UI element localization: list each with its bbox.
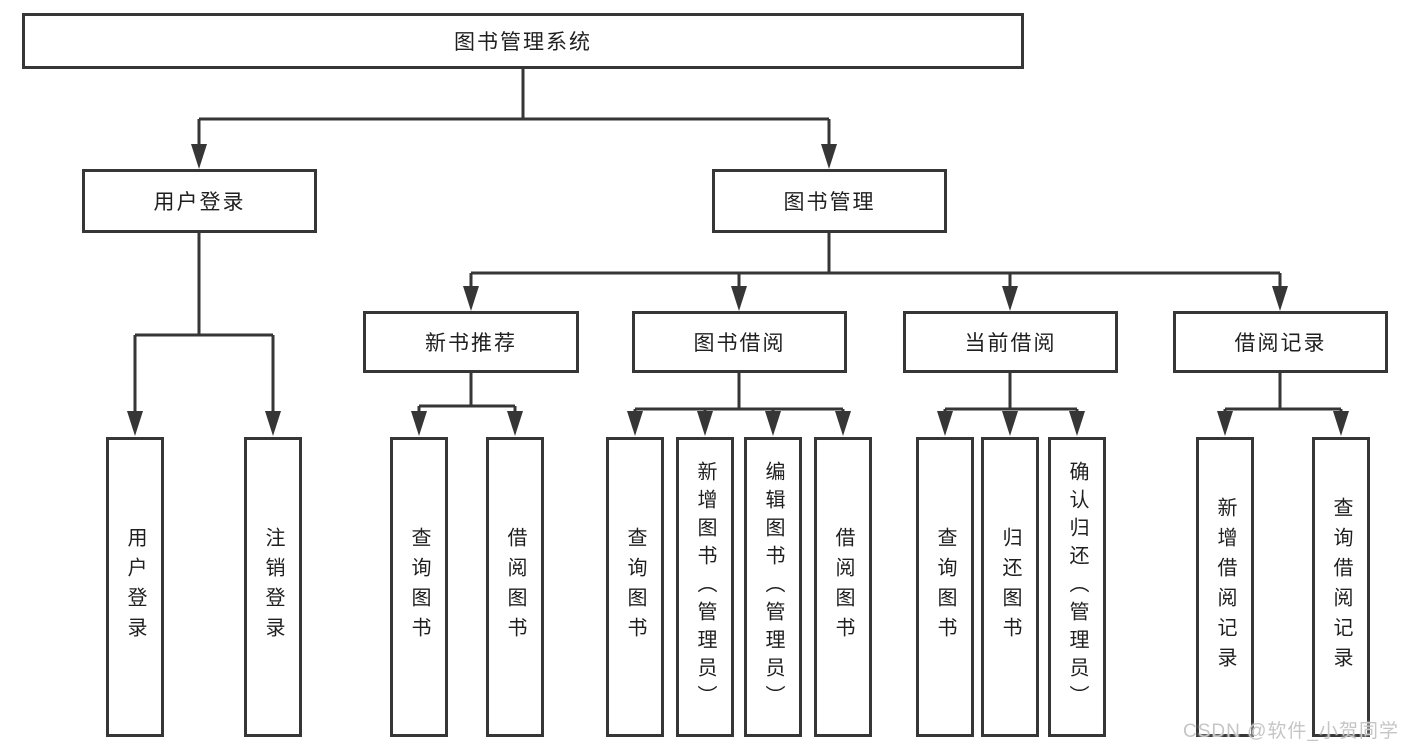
arrowhead [821,144,837,169]
edge-root-to-level2 [191,69,837,169]
arrowhead [1272,286,1288,311]
node-label: 查询图书 [624,527,646,647]
node-label: 查询图书 [934,527,956,647]
node-book-borrow: 图书借阅 [632,311,847,373]
edge-current-borrow-to-leaves [937,373,1085,436]
arrowhead [627,411,643,436]
node-label: 注销登录 [262,527,284,647]
node-label: 新书推荐 [425,332,517,355]
arrowhead [507,411,523,436]
arrowhead [835,411,851,436]
node-label: 查询借阅记录 [1330,497,1352,677]
arrowhead [1217,411,1233,436]
node-label: 查询图书 [408,527,430,647]
arrowhead [191,144,207,169]
leaf-borrow-books-newbook: 借阅图书 [486,437,544,737]
leaf-add-borrow-record: 新增借阅记录 [1196,437,1254,737]
arrowhead [265,411,281,436]
leaf-return-books: 归还图书 [981,437,1039,737]
leaf-borrow-books: 借阅图书 [814,437,872,737]
arrowhead [697,411,713,436]
csdn-watermark: CSDN @软件_小贺同学 [1183,721,1399,742]
arrowhead [1002,286,1018,311]
node-label: 借阅图书 [504,527,526,647]
node-borrow-record: 借阅记录 [1173,311,1388,373]
arrowhead [127,411,143,436]
edge-new-book-to-leaves [411,373,523,436]
node-new-book-recommend: 新书推荐 [363,311,579,373]
node-label: 新增借阅记录 [1214,497,1236,677]
arrowhead [731,286,747,311]
leaf-query-books-borrow: 查询图书 [606,437,664,737]
node-user-login: 用户登录 [82,169,317,233]
node-current-borrow: 当前借阅 [903,311,1118,373]
leaf-user-login: 用户登录 [106,437,164,737]
leaf-confirm-return-admin: 确认归还（管理员） [1048,437,1106,737]
arrowhead [411,411,427,436]
node-label: 确认归还（管理员） [1066,461,1088,713]
edge-borrow-record-to-leaves [1217,373,1349,436]
arrowhead [1002,411,1018,436]
leaf-add-books-admin: 新增图书（管理员） [676,437,734,737]
node-label: 图书借阅 [693,332,786,355]
leaf-query-books-newbook: 查询图书 [390,437,448,737]
node-label: 当前借阅 [964,332,1057,355]
node-label: 借阅记录 [1234,332,1327,355]
node-label: 新增图书（管理员） [694,461,716,713]
arrowhead [765,411,781,436]
node-label: 图书管理系统 [454,31,592,54]
arrowhead [1333,411,1349,436]
node-label: 用户登录 [124,527,146,647]
node-label: 用户登录 [153,191,246,214]
leaf-edit-books-admin: 编辑图书（管理员） [744,437,802,737]
node-label: 编辑图书（管理员） [762,461,784,713]
node-label: 归还图书 [999,527,1021,647]
node-label: 借阅图书 [832,527,854,647]
edge-book-management-to-level3 [463,233,1288,311]
arrowhead [463,286,479,311]
edge-user-login-to-leaves [127,233,281,436]
edge-book-borrow-to-leaves [627,373,851,436]
node-label: 图书管理 [783,191,876,214]
node-book-management: 图书管理 [712,169,947,233]
leaf-logout-login: 注销登录 [244,437,302,737]
arrowhead [937,411,953,436]
node-root-library-system: 图书管理系统 [22,13,1024,69]
leaf-query-borrow-record: 查询借阅记录 [1312,437,1370,737]
leaf-query-books-current: 查询图书 [916,437,974,737]
arrowhead [1069,411,1085,436]
